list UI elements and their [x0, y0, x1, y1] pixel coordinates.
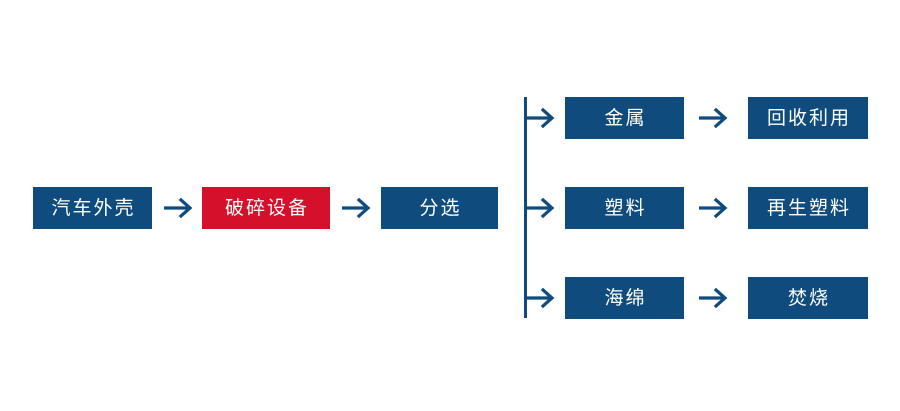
arrow-plastic-to-regenerated	[698, 192, 732, 224]
node-outcome-incineration-label: 焚烧	[787, 286, 830, 309]
branch-arrow-sponge	[524, 286, 560, 310]
arrow-crusher-to-sorting	[341, 192, 375, 224]
node-car-shell[interactable]: 汽车外壳	[33, 187, 152, 229]
node-crusher-equipment[interactable]: 破碎设备	[202, 187, 330, 229]
arrow-sponge-to-incineration	[698, 282, 732, 314]
node-material-metal[interactable]: 金属	[565, 97, 684, 139]
node-material-sponge-label: 海绵	[604, 286, 647, 309]
node-outcome-recycle[interactable]: 回收利用	[748, 97, 868, 139]
branch-arrow-metal	[524, 106, 560, 130]
node-material-plastic-label: 塑料	[604, 196, 647, 219]
node-crusher-equipment-label: 破碎设备	[224, 196, 309, 219]
node-material-plastic[interactable]: 塑料	[565, 187, 684, 229]
arrow-car-shell-to-crusher	[163, 192, 197, 224]
node-car-shell-label: 汽车外壳	[51, 196, 136, 219]
branch-arrow-plastic	[524, 196, 560, 220]
node-material-metal-label: 金属	[604, 106, 647, 129]
node-outcome-regenerated-plastic-label: 再生塑料	[766, 196, 851, 219]
arrow-metal-to-recycle	[698, 102, 732, 134]
node-outcome-regenerated-plastic[interactable]: 再生塑料	[748, 187, 868, 229]
node-sorting-label: 分选	[419, 196, 462, 219]
node-outcome-recycle-label: 回收利用	[766, 106, 851, 129]
node-material-sponge[interactable]: 海绵	[565, 277, 684, 319]
node-outcome-incineration[interactable]: 焚烧	[748, 277, 868, 319]
node-sorting[interactable]: 分选	[381, 187, 498, 229]
